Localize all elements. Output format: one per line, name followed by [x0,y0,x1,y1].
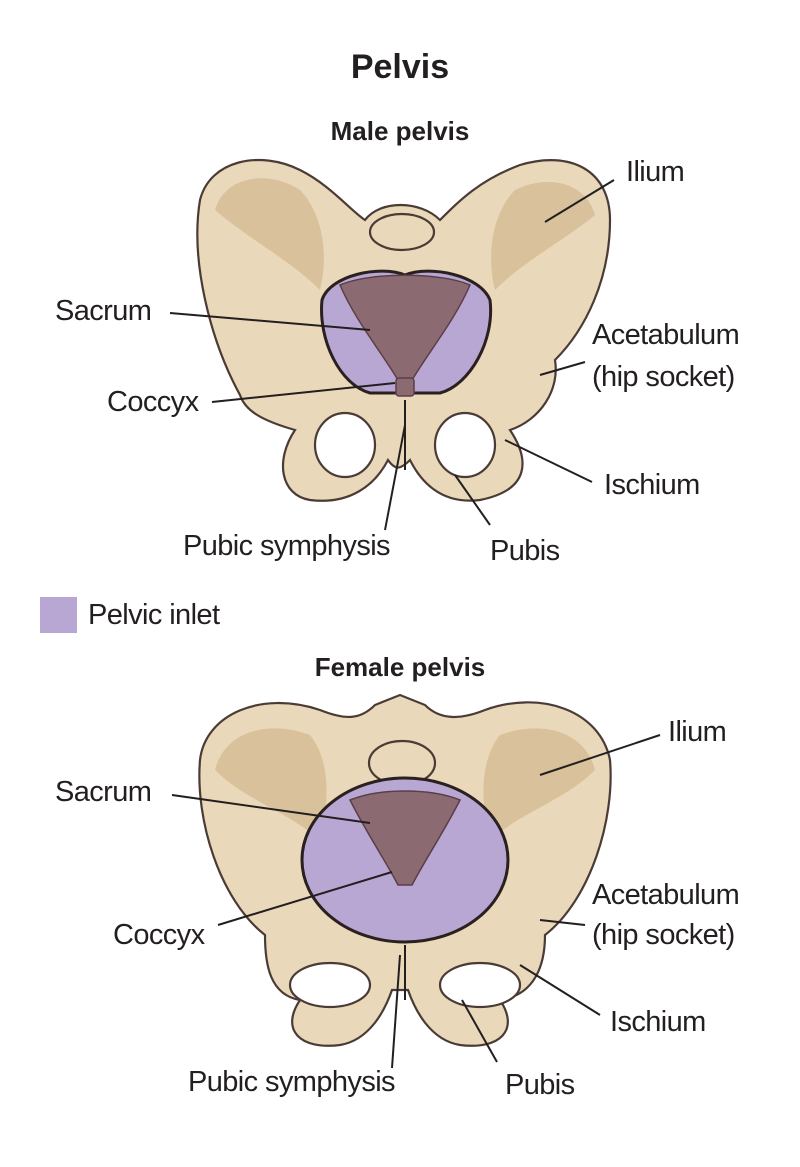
male-label-pubis: Pubis [490,535,560,567]
leader-lines [169,179,661,1069]
female-label-hip-socket: (hip socket) [592,919,735,951]
female-label-ischium: Ischium [610,1006,706,1038]
pelvic-inlet-swatch [40,597,77,633]
male-label-hip-socket: (hip socket) [592,361,735,393]
female-label-sacrum: Sacrum [55,776,152,808]
female-label-ilium: Ilium [668,716,727,748]
female-label-pubis: Pubis [505,1069,575,1101]
male-label-acetabulum: Acetabulum [592,319,740,351]
page-title: Pelvis [350,48,450,86]
male-label-coccyx: Coccyx [107,386,199,418]
female-label-coccyx: Coccyx [113,919,205,951]
female-pelvis-title: Female pelvis [314,652,486,682]
female-label-pubic-symphysis: Pubic symphysis [188,1066,396,1098]
male-label-pubic-symphysis: Pubic symphysis [183,530,391,562]
male-pelvis-title: Male pelvis [330,116,470,146]
female-pelvis-illustration [198,693,612,1047]
male-label-ilium: Ilium [626,156,685,188]
legend-label-pelvic-inlet: Pelvic inlet [88,599,220,631]
male-pelvis-illustration [196,158,612,502]
male-label-ischium: Ischium [604,469,700,501]
female-label-acetabulum: Acetabulum [592,879,740,911]
male-label-sacrum: Sacrum [55,295,152,327]
